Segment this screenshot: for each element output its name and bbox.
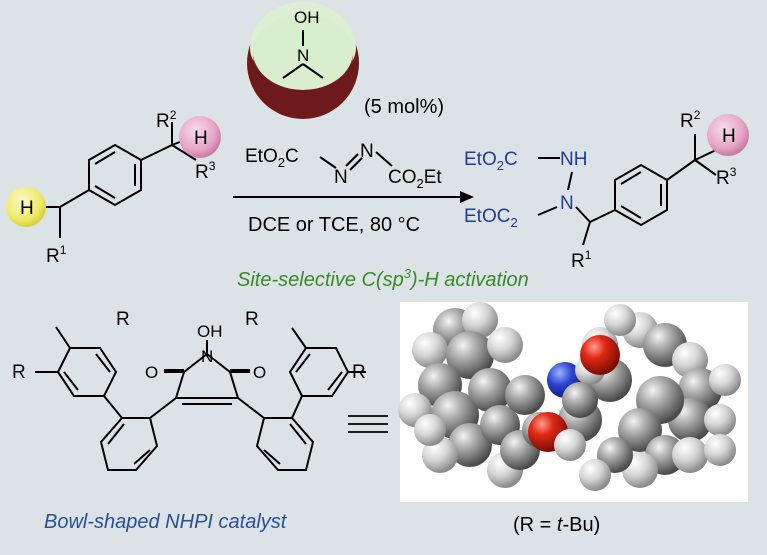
svg-text:R1: R1 [571, 248, 592, 272]
substrate-structure [40, 122, 197, 238]
atom-sphere [672, 437, 708, 473]
atom-sphere [709, 364, 741, 396]
atom-sphere [580, 335, 620, 375]
nhpi-o-left: O [145, 363, 158, 382]
svg-text:EtO2C: EtO2C [464, 149, 518, 173]
nhpi-n-label: N [201, 347, 213, 366]
svg-text:EtOC2: EtOC2 [464, 206, 518, 230]
r-definition: (R = t-Bu) [513, 514, 600, 536]
substrate-r2: R2 [156, 108, 177, 132]
atom-sphere [505, 375, 545, 415]
substrate-r1: R1 [46, 243, 67, 267]
atom-sphere [579, 459, 611, 491]
substrate-h-tertiary: H [194, 128, 208, 149]
atom-sphere [448, 423, 492, 467]
atom-sphere [412, 332, 448, 368]
atom-sphere [487, 327, 523, 363]
svg-text:NH: NH [560, 149, 587, 170]
catalyst-loading: (5 mol%) [364, 96, 444, 118]
atom-sphere [414, 414, 446, 446]
primary-ch-highlight [6, 187, 46, 227]
azodicarboxylate-reagent: EtO2C N N CO2Et [245, 141, 442, 191]
svg-text:R2: R2 [680, 108, 701, 132]
atom-sphere [446, 331, 494, 379]
tertiary-ch-highlight [179, 116, 221, 158]
reaction-arrow [233, 191, 474, 203]
atom-sphere [462, 302, 498, 338]
catalyst-n-label: N [297, 46, 309, 65]
nhpi-o-right: O [253, 363, 266, 382]
atom-sphere [422, 437, 458, 473]
atom-sphere [604, 304, 636, 336]
atom-sphere [704, 404, 736, 436]
nhpi-r-right: R [352, 362, 366, 383]
reaction-conditions: DCE or TCE, 80 °C [248, 214, 420, 236]
atom-sphere [468, 368, 512, 412]
nhpi-r-left-top: R [116, 309, 130, 330]
substrate-h-primary: H [20, 198, 34, 219]
equivalence-symbol [348, 415, 388, 433]
svg-text:H: H [722, 126, 736, 147]
catalyst-caption: Bowl-shaped NHPI catalyst [44, 511, 288, 533]
bowl-catalyst-icon: OH N [247, 2, 359, 119]
svg-text:EtO2C: EtO2C [245, 146, 299, 170]
product-structure: EtO2C NH N EtOC2 H R2 R3 R1 [464, 108, 749, 272]
atom-sphere [554, 429, 586, 461]
catalyst-oh-label: OH [294, 8, 320, 27]
atom-sphere [562, 382, 598, 418]
product-tertiary-ch-highlight [707, 114, 749, 156]
nhpi-r-left: R [12, 362, 26, 383]
atom-sphere [704, 434, 736, 466]
svg-text:N: N [334, 167, 348, 188]
svg-text:R3: R3 [716, 165, 737, 189]
substrate-r3: R3 [195, 159, 216, 183]
space-filling-model-image [398, 302, 748, 502]
svg-text:N: N [560, 193, 574, 214]
svg-text:CO2Et: CO2Et [388, 167, 442, 191]
nhpi-catalyst-structure [35, 326, 366, 471]
nhpi-r-right-top: R [245, 309, 259, 330]
nhpi-oh-label: OH [197, 322, 223, 341]
svg-text:N: N [360, 141, 374, 162]
site-selective-caption: Site-selective C(sp3)-H activation [237, 266, 529, 291]
